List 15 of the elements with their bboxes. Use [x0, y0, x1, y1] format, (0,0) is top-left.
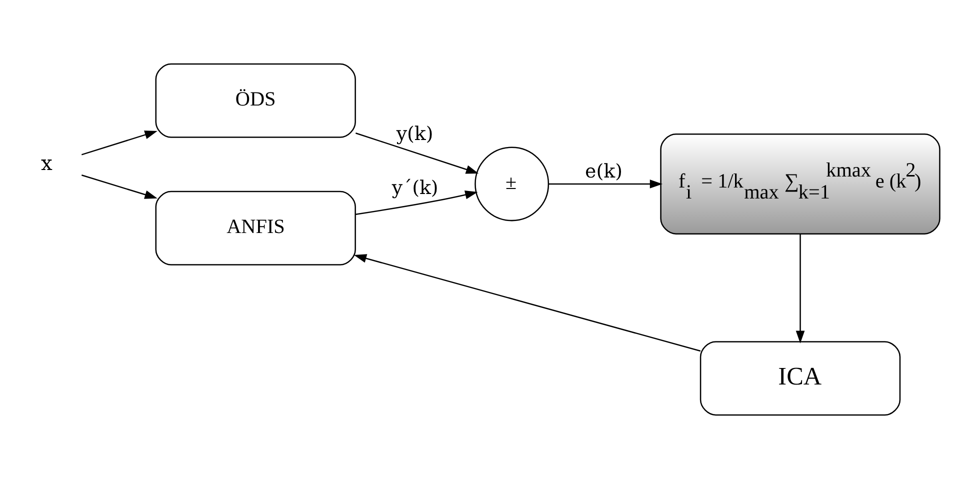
node-text: x	[41, 150, 52, 175]
edge-label: y(k)	[396, 122, 434, 145]
node-box: ÖDS	[155, 63, 356, 138]
node-box: ICA	[700, 341, 901, 416]
arrow	[356, 132, 479, 174]
node-circle: ±	[474, 146, 550, 222]
arrow	[81, 130, 158, 156]
edge-label: e(k)	[585, 160, 622, 183]
edge-label: y´(k)	[392, 177, 438, 200]
arrow	[81, 174, 158, 199]
arrow	[354, 254, 701, 352]
arrow	[356, 190, 478, 215]
arrow	[548, 180, 663, 188]
arrow	[796, 234, 805, 344]
node-box: ANFIS	[155, 190, 356, 266]
